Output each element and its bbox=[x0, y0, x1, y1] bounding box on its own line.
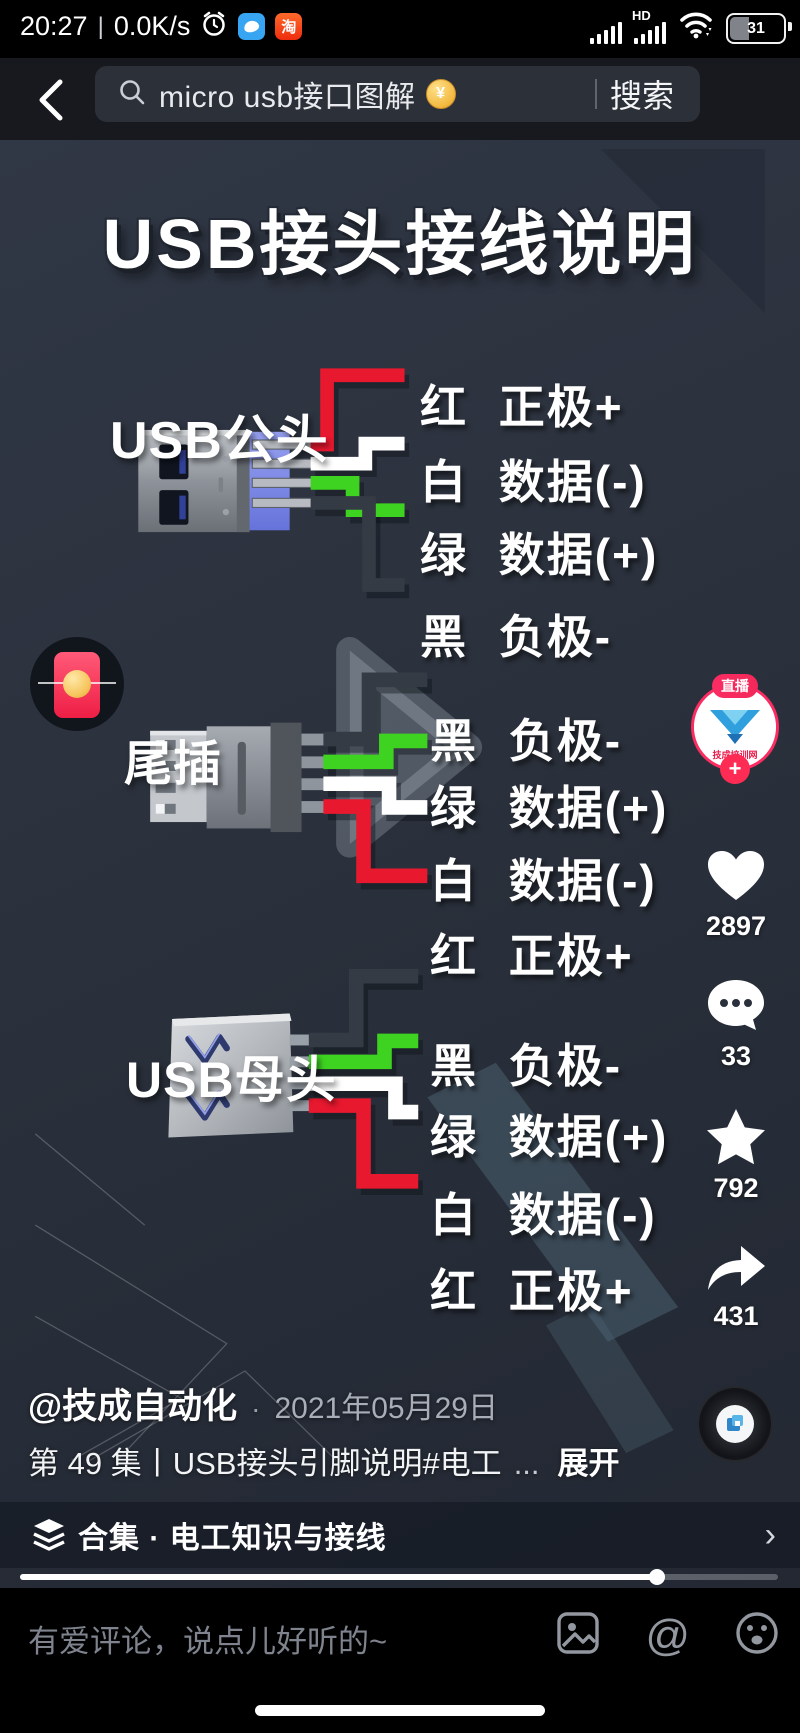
share-button[interactable]: 431 bbox=[695, 1240, 777, 1332]
wire-label: 绿 数据(+) bbox=[430, 782, 669, 834]
video-title-overlay: USB接头接线说明 bbox=[102, 205, 698, 283]
back-button[interactable] bbox=[30, 74, 74, 126]
bg-streak bbox=[427, 1062, 679, 1342]
wifi-icon bbox=[678, 9, 714, 44]
hd-label: HD bbox=[632, 8, 651, 23]
bg-mesh-lines bbox=[34, 1133, 337, 1461]
disc-logo-icon bbox=[727, 1415, 743, 1431]
favorite-button[interactable]: 792 bbox=[695, 1108, 777, 1204]
search-divider bbox=[595, 79, 597, 109]
live-badge: 直播 bbox=[712, 674, 758, 698]
sound-disc-avatar[interactable] bbox=[697, 1386, 773, 1462]
live-avatar[interactable]: 直播 技成培训网 + bbox=[694, 674, 776, 784]
micro-usb-connector bbox=[150, 722, 326, 833]
expand-button[interactable]: 展开 bbox=[557, 1446, 620, 1481]
like-count: 2897 bbox=[705, 911, 767, 941]
status-bar: 20:27 | 0.0K/s 淘 HD 31 bbox=[0, 0, 800, 58]
wire-label: 白 数据(-) bbox=[420, 456, 647, 508]
wire-label: 黑 负极- bbox=[430, 1040, 623, 1092]
progress-fill bbox=[20, 1569, 665, 1585]
coin-icon: ¥ bbox=[425, 79, 456, 109]
wire-label: 黑 负极- bbox=[430, 715, 623, 767]
star-icon bbox=[707, 1109, 765, 1165]
wiring-diagram bbox=[34, 149, 765, 1461]
clock-time: 20:27 bbox=[20, 11, 88, 41]
search-query: micro usb接口图解 bbox=[159, 81, 416, 114]
seek-bar[interactable] bbox=[20, 1569, 778, 1585]
follow-button[interactable]: + bbox=[720, 754, 750, 784]
group-usb-male-label: USB公头 bbox=[110, 412, 329, 470]
wire-label: 黑 负极- bbox=[420, 611, 613, 663]
messenger-app-icon bbox=[238, 13, 266, 40]
home-indicator[interactable] bbox=[255, 1705, 545, 1716]
usb-male-wires bbox=[310, 368, 405, 592]
comment-input[interactable]: 有爱评论，说点儿好听的~ bbox=[28, 1624, 388, 1659]
usb-female-connector bbox=[168, 1013, 312, 1138]
separator-dot: · bbox=[251, 1393, 261, 1424]
collection-icon bbox=[30, 1517, 68, 1558]
avatar-logo bbox=[694, 686, 776, 768]
wire-label: 白 数据(-) bbox=[430, 855, 657, 907]
cellular-signal-icon bbox=[590, 20, 622, 44]
group-usb-female-label: USB母头 bbox=[126, 1052, 337, 1108]
usb-male-connector bbox=[138, 429, 315, 533]
wire-label: 绿 数据(+) bbox=[420, 529, 659, 581]
micro-usb-wires bbox=[323, 672, 428, 884]
wire-label: 绿 数据(+) bbox=[430, 1111, 669, 1163]
wire-label: 红 正极+ bbox=[430, 1265, 634, 1317]
collection-label: 合集 · 电工知识与接线 bbox=[78, 1522, 387, 1555]
status-divider: | bbox=[97, 12, 104, 40]
comment-count: 33 bbox=[720, 1041, 752, 1071]
chevron-right-icon: › bbox=[764, 1515, 776, 1554]
search-button[interactable]: 搜索 bbox=[609, 78, 674, 114]
favorite-count: 792 bbox=[713, 1173, 759, 1203]
comment-icon bbox=[708, 980, 764, 1030]
share-icon bbox=[708, 1246, 765, 1290]
wire-label: 红 正极+ bbox=[430, 930, 634, 982]
video-description: 第 49 集丨USB接头引脚说明#电工 bbox=[28, 1446, 502, 1481]
group-micro-usb-label: 尾插 bbox=[124, 738, 223, 791]
wire-label: 红 正极+ bbox=[420, 381, 624, 433]
red-packet-pendant[interactable] bbox=[30, 637, 124, 731]
status-right: HD 31 bbox=[590, 8, 792, 44]
mention-icon[interactable]: @ bbox=[645, 1610, 690, 1660]
emoji-icon[interactable] bbox=[734, 1610, 780, 1661]
battery-percent: 31 bbox=[747, 19, 765, 37]
search-header: micro usb接口图解 ¥ 搜索 bbox=[0, 58, 800, 140]
taobao-app-icon: 淘 bbox=[275, 13, 303, 40]
heart-icon bbox=[708, 851, 764, 900]
like-button[interactable]: 2897 bbox=[695, 848, 777, 942]
comment-button[interactable]: 33 bbox=[695, 978, 777, 1072]
share-count: 431 bbox=[713, 1301, 759, 1331]
search-icon bbox=[117, 77, 147, 112]
alarm-icon bbox=[200, 10, 228, 43]
video-player[interactable]: USB接头接线说明 USB公头 尾插 USB母头 红 正极+ 白 数据(-) 绿… bbox=[0, 140, 800, 1588]
seek-knob[interactable] bbox=[648, 1569, 665, 1585]
battery-icon: 31 bbox=[726, 13, 792, 44]
wire-label: 白 数据(-) bbox=[430, 1189, 657, 1241]
author-handle[interactable]: @技成自动化 bbox=[28, 1387, 238, 1426]
publish-date: 2021年05月29日 bbox=[274, 1392, 498, 1425]
cellular-signal2-icon: HD bbox=[632, 8, 666, 44]
network-speed: 0.0K/s bbox=[113, 11, 191, 41]
usb-female-wires bbox=[308, 968, 419, 1189]
search-input[interactable]: micro usb接口图解 ¥ 搜索 bbox=[95, 66, 700, 122]
collection-bar[interactable]: 合集 · 电工知识与接线 › bbox=[0, 1502, 800, 1568]
status-left: 20:27 | 0.0K/s 淘 bbox=[20, 10, 303, 43]
description-ellipsis: ... bbox=[513, 1446, 540, 1481]
image-attach-icon[interactable] bbox=[555, 1610, 601, 1661]
